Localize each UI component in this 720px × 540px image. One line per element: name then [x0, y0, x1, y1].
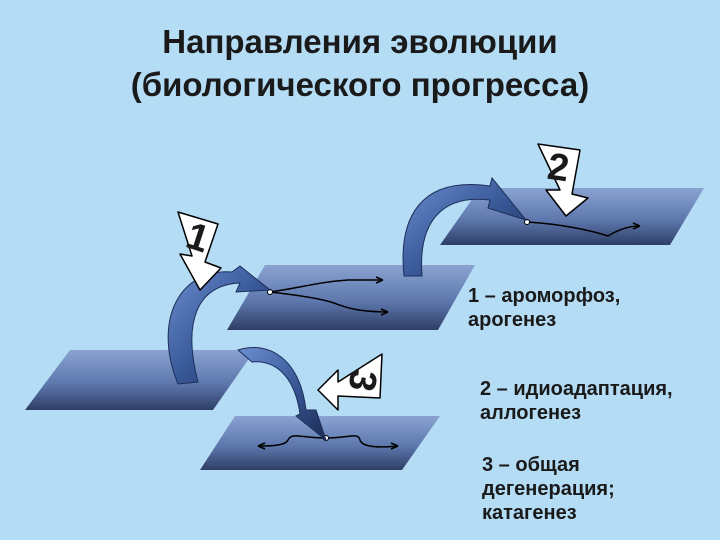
branch-lines-upper — [526, 221, 641, 237]
marker-3: 3 — [317, 353, 384, 411]
branch-lines-lower — [257, 435, 399, 450]
legend-1-line-2: арогенез — [468, 309, 557, 331]
legend-1-line-1: 1 – ароморфоз, — [468, 285, 621, 307]
marker-2-arrow — [537, 143, 589, 217]
arc-idioadaptation — [402, 176, 528, 277]
arc-degeneration — [236, 347, 328, 442]
legend-3-line-3: катагенез — [482, 502, 577, 524]
marker-3-arrow — [317, 353, 383, 411]
legend-2-line-2: аллогенез — [480, 402, 582, 424]
plane-middle — [227, 265, 475, 330]
branch-lines-middle — [269, 276, 389, 316]
marker-2: 2 — [537, 143, 589, 217]
legend-item-degeneration: 3 – общая дегенерация; катагенез — [482, 453, 615, 525]
plane-base — [25, 350, 255, 410]
arc-aromorphosis — [167, 265, 272, 385]
marker-1: 1 — [177, 211, 222, 291]
plane-lower — [200, 416, 440, 470]
legend-2-line-1: 2 – идиоадаптация, — [480, 378, 673, 400]
legend-item-aromorphosis: 1 – ароморфоз, арогенез — [468, 284, 620, 332]
legend-3-line-2: дегенерация; — [482, 478, 615, 500]
diagram-title: Направления эволюции (биологического про… — [0, 20, 720, 106]
legend-3-line-1: 3 – общая — [482, 454, 580, 476]
marker-1-arrow — [177, 211, 222, 291]
legend-item-idioadaptation: 2 – идиоадаптация, аллогенез — [480, 377, 673, 425]
branch-node-upper — [524, 219, 530, 225]
title-line-2: (биологического прогресса) — [130, 66, 590, 103]
title-line-1: Направления эволюции — [162, 23, 558, 60]
